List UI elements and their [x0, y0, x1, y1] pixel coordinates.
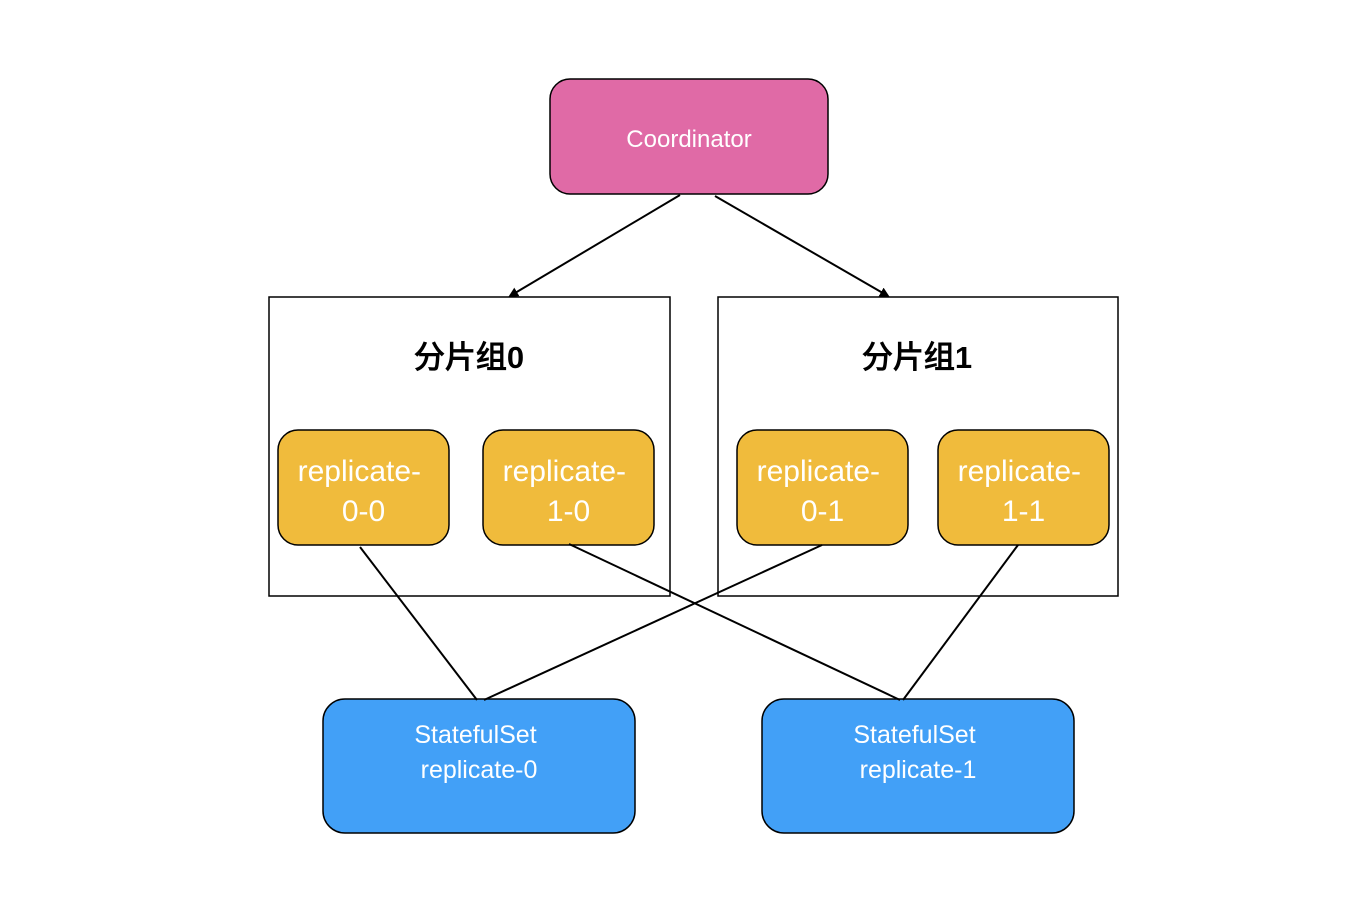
replica-label-line2: 1-1 [1002, 495, 1045, 528]
statefulset-box [761, 698, 1075, 834]
edge-replica-0-0-to-statefulset-0 [359, 546, 478, 701]
replica-label: replicate- 0-1 [757, 455, 889, 528]
replica-node-0-1: replicate- 0-1 [736, 429, 909, 546]
replica-label-line1: replicate- [503, 455, 626, 488]
replica-label: replicate- 1-0 [503, 455, 635, 528]
replica-box [937, 429, 1110, 546]
coordinator-node: Coordinator [549, 78, 829, 195]
coordinator-box [549, 78, 829, 195]
statefulset-node-0: StatefulSet replicate-0 [322, 698, 636, 834]
replica-node-1-0: replicate- 1-0 [482, 429, 655, 546]
replica-box [277, 429, 450, 546]
statefulset-box [322, 698, 636, 834]
replica-node-1-1: replicate- 1-1 [937, 429, 1110, 546]
statefulset-label: StatefulSet replicate-1 [853, 721, 982, 784]
statefulset-label-line2: replicate-1 [860, 756, 977, 784]
edge-coordinator-to-shard-group-1 [714, 195, 890, 298]
replica-label: replicate- 0-0 [298, 455, 430, 528]
replica-label-line1: replicate- [958, 455, 1081, 488]
edge-replica-1-0-to-statefulset-1 [568, 543, 901, 701]
replica-label-line2: 1-0 [547, 495, 590, 528]
replica-label: replicate- 1-1 [958, 455, 1090, 528]
edge-coordinator-to-shard-group-0 [508, 194, 681, 298]
replica-label-line2: 0-1 [801, 495, 844, 528]
edge-replica-0-1-to-statefulset-0 [483, 544, 823, 701]
statefulset-label: StatefulSet replicate-0 [414, 721, 543, 784]
replica-label-line2: 0-0 [342, 495, 385, 528]
replica-box [736, 429, 909, 546]
replica-node-0-0: replicate- 0-0 [277, 429, 450, 546]
statefulset-node-1: StatefulSet replicate-1 [761, 698, 1075, 834]
shard-group-1-title: 分片组1 [862, 340, 972, 375]
replica-box [482, 429, 655, 546]
statefulset-label-line2: replicate-0 [421, 756, 538, 784]
replica-label-line1: replicate- [298, 455, 421, 488]
coordinator-label: Coordinator [626, 126, 751, 153]
replica-label-line1: replicate- [757, 455, 880, 488]
edge-replica-1-1-to-statefulset-1 [902, 544, 1019, 701]
statefulset-label-line1: StatefulSet [414, 721, 536, 749]
statefulset-label-line1: StatefulSet [853, 721, 975, 749]
shard-group-0-title: 分片组0 [414, 340, 524, 375]
